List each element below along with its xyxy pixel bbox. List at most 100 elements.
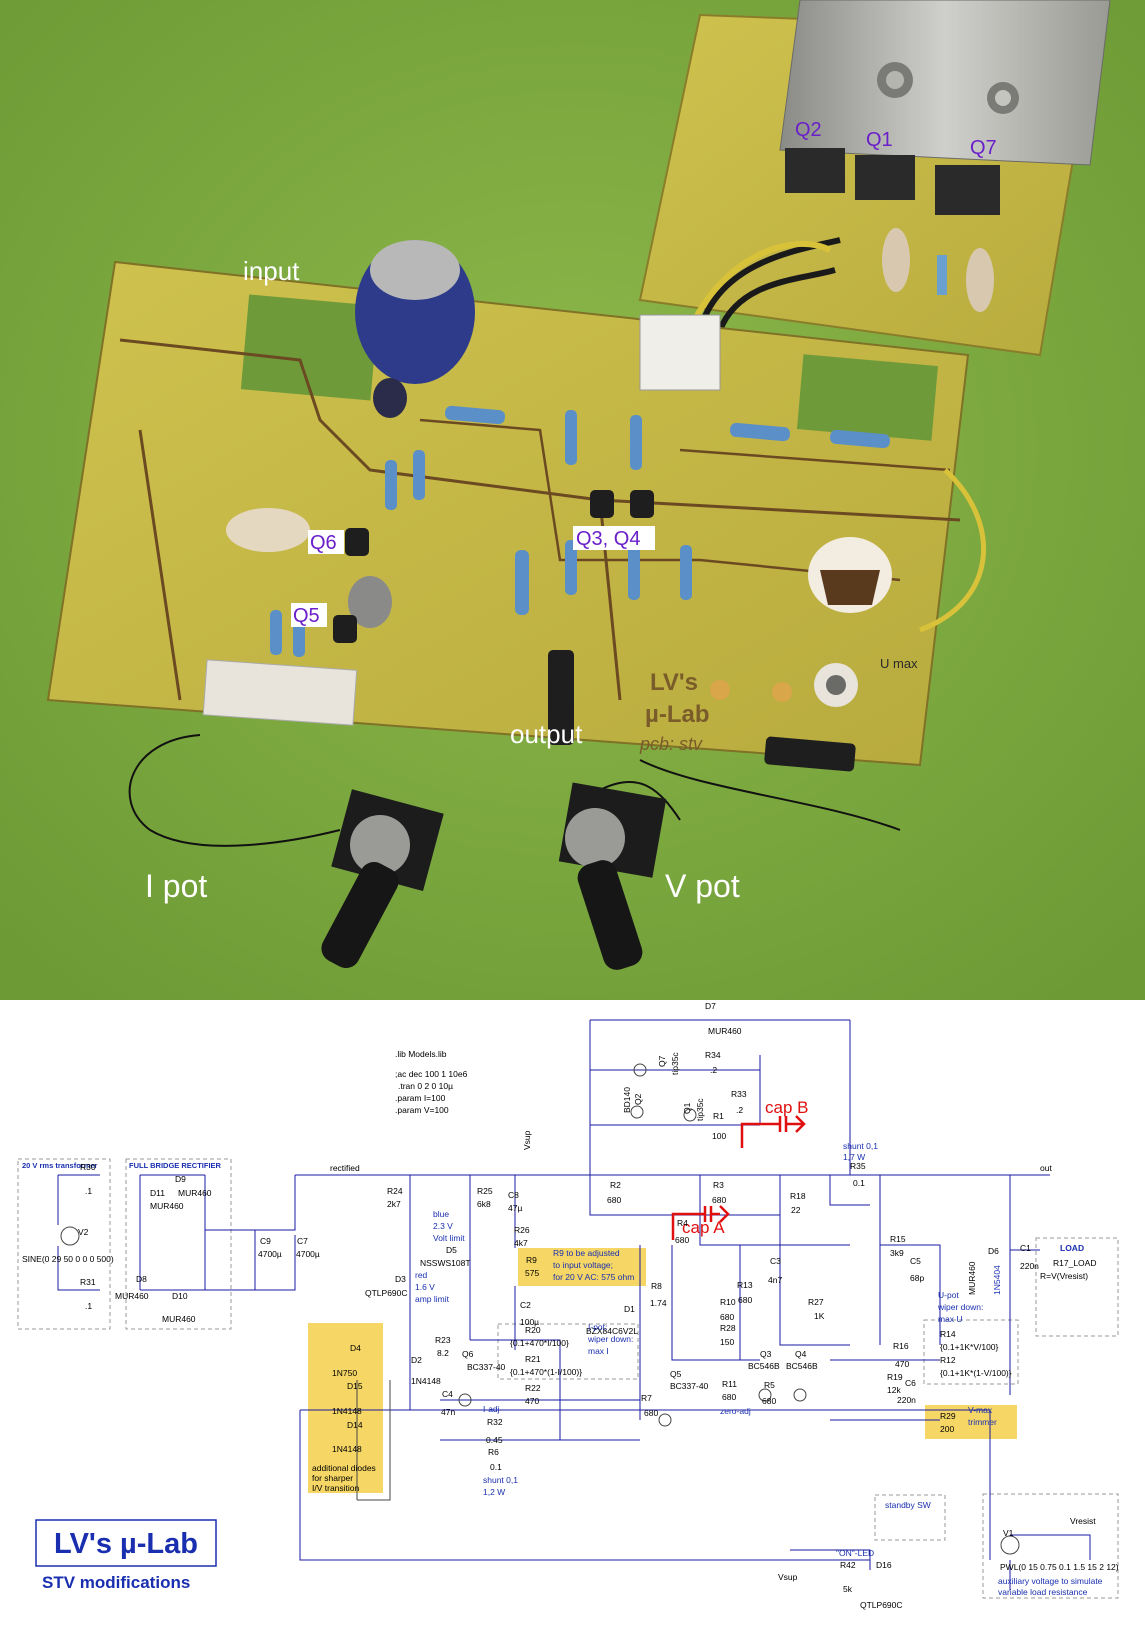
wiring	[57, 1019, 1091, 1590]
r5-name: R5	[764, 1380, 775, 1390]
spice-directives: .lib Models.lib ;ac dec 100 1 10e6 .tran…	[395, 1049, 468, 1115]
pcb-umax: U max	[880, 656, 918, 671]
v2-value: SINE(0 29 50 0 0 0 500)	[22, 1254, 114, 1264]
pcb-brand: LV's	[650, 669, 698, 696]
input-label: input	[243, 256, 300, 286]
c7-val: 4700µ	[296, 1249, 320, 1259]
r42-val: 5k	[843, 1584, 853, 1594]
c6-name: C6	[905, 1378, 916, 1388]
r18-name: R18	[790, 1191, 806, 1201]
r7-val: 680	[644, 1408, 658, 1418]
r33-val: .2	[736, 1105, 743, 1115]
net-vsup-2: Vsup	[778, 1572, 798, 1582]
c3-name: C3	[770, 1256, 781, 1266]
standby-label: standby SW	[885, 1500, 931, 1510]
directive-param-v: .param V=100	[395, 1105, 449, 1115]
d8-part: MUR460	[115, 1291, 149, 1301]
c8-val: 47µ	[508, 1203, 522, 1213]
r23-val: 8.2	[437, 1348, 449, 1358]
net-rectified: rectified	[330, 1163, 360, 1173]
ipot-box	[497, 1323, 639, 1380]
d3-name: D3	[395, 1274, 406, 1284]
r32-name: R32	[487, 1417, 503, 1427]
output-label: output	[510, 719, 583, 749]
r26-name: R26	[514, 1225, 530, 1235]
r35-note-1: shunt 0,1	[843, 1141, 878, 1151]
r24-val: 2k7	[387, 1199, 401, 1209]
r27-val: 1K	[814, 1311, 825, 1321]
d10-part: MUR460	[162, 1314, 196, 1324]
r10-val: 680	[720, 1312, 734, 1322]
q6-name: Q6	[462, 1349, 474, 1359]
r33-name: R33	[731, 1089, 747, 1099]
d8-name: D8	[136, 1274, 147, 1284]
rectifier-box	[125, 1158, 232, 1330]
c7-name: C7	[297, 1236, 308, 1246]
directive-tran: .tran 0 2 0 10µ	[398, 1081, 453, 1091]
r19-name: R19	[887, 1372, 903, 1382]
v-pot-label: V pot	[665, 868, 740, 904]
upot-box	[923, 1319, 1019, 1385]
r21-val: {0.1+470*(1-I/100)}	[510, 1367, 582, 1377]
c2-name: C2	[520, 1300, 531, 1310]
r6-name: R6	[488, 1447, 499, 1457]
r2-name: R2	[610, 1180, 621, 1190]
c5-name: C5	[910, 1256, 921, 1266]
d10-name: D10	[172, 1291, 188, 1301]
d14-name: D14	[347, 1420, 363, 1430]
r9-note-1: R9 to be adjusted	[553, 1248, 620, 1258]
q3-q4-label: Q3, Q4	[576, 528, 640, 550]
r18-val: 22	[791, 1205, 801, 1215]
r6-val: 0.1	[490, 1462, 502, 1472]
q6-label: Q6	[310, 532, 337, 554]
aux-note-2: variable load resistance	[998, 1587, 1088, 1597]
ipot-note-2: wiper down:	[587, 1334, 633, 1344]
standby-box	[874, 1494, 946, 1541]
r29-name: R29	[940, 1411, 956, 1421]
r2-val: 680	[607, 1195, 621, 1205]
q4-part: BC546B	[786, 1361, 818, 1371]
d11-name: D11	[150, 1188, 165, 1198]
q1-name: Q1	[682, 1102, 692, 1114]
c6-val: 220n	[897, 1395, 916, 1405]
q5-name: Q5	[670, 1369, 682, 1379]
diodes-note-1: additional diodes	[312, 1463, 376, 1473]
d4-name: D4	[350, 1343, 361, 1353]
r22-val: 470	[525, 1396, 539, 1406]
d1-name: D1	[624, 1304, 635, 1314]
cap-b-label: cap B	[765, 1098, 808, 1117]
q7-part: tip35c	[670, 1052, 680, 1075]
r1-val: 100	[712, 1131, 726, 1141]
d7-name: D7	[705, 1001, 716, 1011]
r30-val: .1	[85, 1186, 92, 1196]
d4-part: 1N750	[332, 1368, 357, 1378]
brand-subtitle: STV modifications	[42, 1573, 190, 1592]
c1-name: C1	[1020, 1243, 1031, 1253]
r35-note-2: 1,7 W	[843, 1152, 865, 1162]
net-out: out	[1040, 1163, 1052, 1173]
iadj-note: I-adj	[483, 1404, 500, 1414]
q2-label: Q2	[795, 119, 822, 141]
upot-note-1: U-pot	[938, 1290, 959, 1300]
d6-part: 1N5404	[992, 1265, 1002, 1295]
d6-alt: MUR460	[967, 1261, 977, 1295]
q2-part: BD140	[622, 1087, 632, 1113]
c1-val: 220n	[1020, 1261, 1039, 1271]
c9-val: 4700µ	[258, 1249, 282, 1259]
d2-name: D2	[411, 1355, 422, 1365]
r35-val: 0.1	[853, 1178, 865, 1188]
r14-name: R14	[940, 1329, 956, 1339]
r11-note: zero-adj	[720, 1406, 751, 1416]
d7-part: MUR460	[708, 1026, 742, 1036]
q7-name: Q7	[657, 1055, 667, 1067]
r17-name: R17_LOAD	[1053, 1258, 1096, 1268]
d5-part: NSSWS108T	[420, 1258, 471, 1268]
d16-part: QTLP690C	[860, 1600, 903, 1610]
d5-name: D5	[446, 1245, 457, 1255]
r28-name: R28	[720, 1323, 736, 1333]
r13-val: 680	[738, 1295, 752, 1305]
r15-val: 3k9	[890, 1248, 904, 1258]
r12-name: R12	[940, 1355, 956, 1365]
transformer-box	[17, 1158, 111, 1330]
r8-val: 1.74	[650, 1298, 667, 1308]
